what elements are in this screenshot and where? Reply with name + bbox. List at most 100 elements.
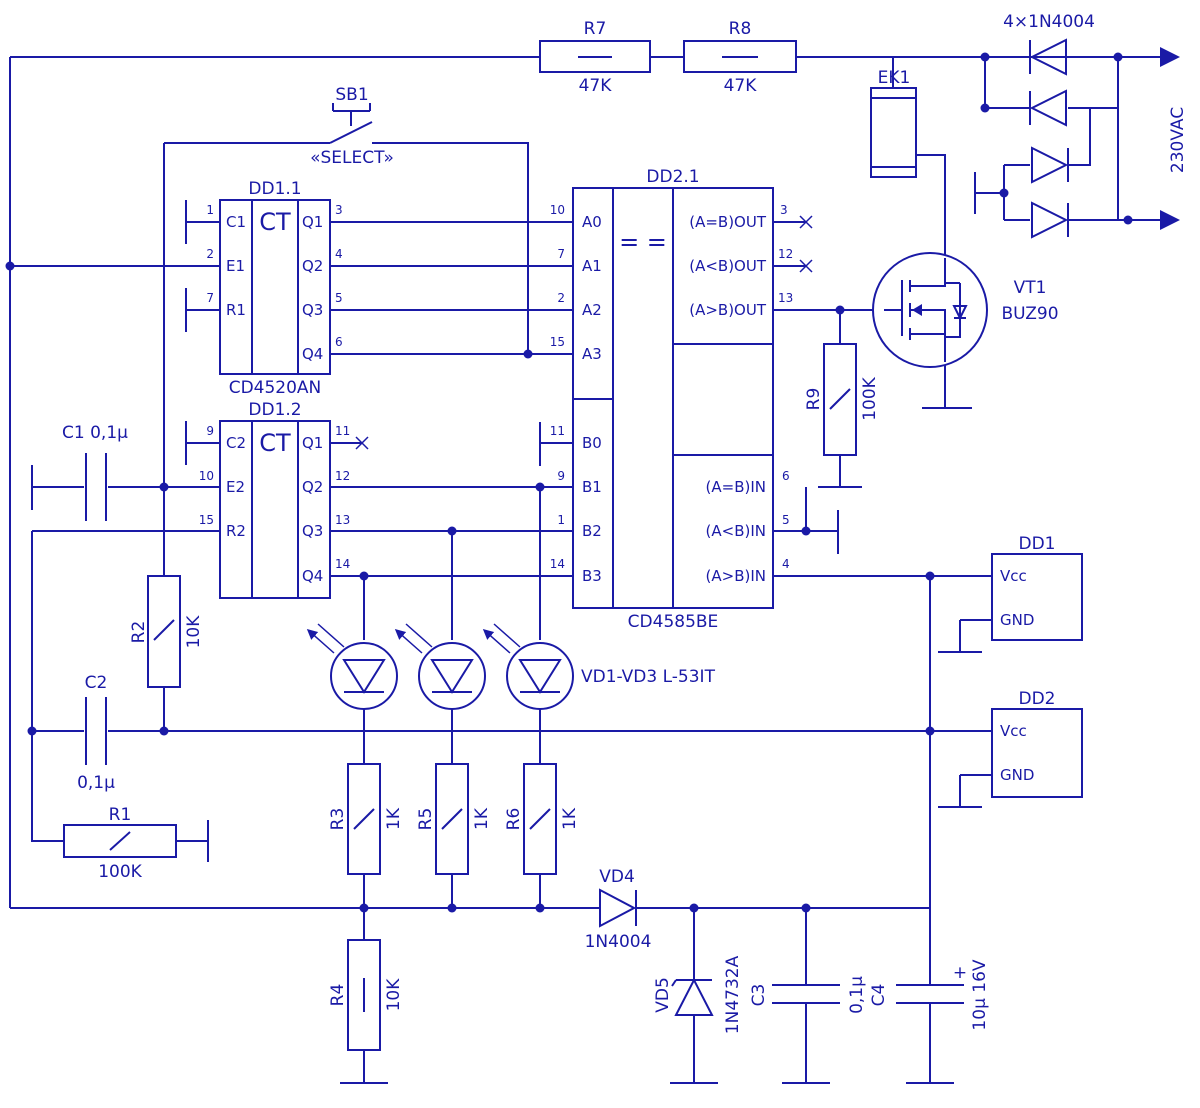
r1-ref: R1: [109, 805, 132, 825]
dd2-1-ref: DD2.1: [646, 167, 699, 187]
no-connect-marks: [355, 215, 813, 450]
dd2-1-func: = =: [619, 228, 667, 256]
pin-name: B2: [582, 522, 602, 540]
pin-name: A1: [582, 257, 602, 275]
gnd-label: GND: [1000, 766, 1034, 784]
pin-number: 12: [335, 469, 350, 483]
dd1-1-func: CT: [259, 208, 291, 236]
pin-name: C2: [226, 434, 246, 452]
dd1-2-ref: DD1.2: [248, 400, 301, 420]
pin-number: 13: [778, 291, 793, 305]
power-block-dd1: DD1 Vcc GND: [991, 534, 1083, 641]
pin-name: A2: [582, 301, 602, 319]
c4-ref: C4: [869, 984, 889, 1007]
mosfet-vt1: VT1 BUZ90: [872, 252, 1059, 368]
pin-number: 12: [778, 247, 793, 261]
leds-label: VD1-VD3 L-53IT: [581, 667, 716, 687]
pin-number: 15: [199, 513, 214, 527]
r4-ref: R4: [328, 984, 348, 1007]
pin-number: 4: [335, 247, 343, 261]
resistor-r9: R9 100K: [804, 343, 880, 456]
pin-number: 11: [550, 424, 565, 438]
pin-name: Q1: [302, 434, 323, 452]
pin-name: (A<B)OUT: [689, 257, 767, 275]
pin-number: 9: [206, 424, 214, 438]
sb1-ref: SB1: [335, 85, 368, 105]
vt1-ref: VT1: [1014, 278, 1047, 298]
pin-name: Q2: [302, 257, 323, 275]
pin-name: Q1: [302, 213, 323, 231]
dd1-2-func: CT: [259, 429, 291, 457]
pin-name: (A>B)IN: [706, 567, 766, 585]
diode-bridge: 4×1N4004: [1003, 12, 1095, 239]
ek1-ref: EK1: [878, 68, 911, 88]
r1-value: 100K: [98, 862, 142, 882]
dd1-2-counter: CT DD1.2 C2 E2 R2 9 10 15 Q1 Q2 Q3 Q4 11…: [199, 400, 350, 599]
pin-name: B0: [582, 434, 602, 452]
capacitor-c2: C2 0,1µ: [77, 673, 115, 793]
resistor-r1: R1 100K: [63, 805, 177, 882]
capacitor-c4: + C4 10µ 16V: [869, 959, 990, 1030]
r4-value: 10K: [384, 978, 404, 1012]
switch-sb1: SB1 «SELECT»: [310, 85, 394, 168]
pin-number: 1: [206, 203, 214, 217]
r8-value: 47K: [724, 76, 758, 96]
resistor-r3: R3 1K: [328, 763, 404, 875]
power-dd1-ref: DD1: [1019, 534, 1056, 554]
heater-ek1: EK1: [870, 68, 917, 178]
pin-number: 3: [780, 203, 788, 217]
c4-polarity: +: [953, 963, 967, 983]
pin-number: 4: [782, 557, 790, 571]
power-block-dd2: DD2 Vcc GND: [991, 689, 1083, 798]
resistor-r6: R6 1K: [504, 763, 580, 875]
r5-value: 1K: [472, 807, 492, 830]
pin-name: (A>B)OUT: [689, 301, 767, 319]
r3-value: 1K: [384, 807, 404, 830]
pin-name: (A=B)IN: [706, 478, 766, 496]
c2-ref: C2: [85, 673, 108, 693]
pin-number: 9: [557, 469, 565, 483]
pin-number: 7: [557, 247, 565, 261]
led-vd1: [308, 624, 398, 710]
led-vd3: [484, 624, 574, 710]
pin-number: 6: [335, 335, 343, 349]
pin-number: 15: [550, 335, 565, 349]
r3-ref: R3: [328, 808, 348, 831]
dd2-1-comparator: = = DD2.1 CD4585BE A0 A1 A2 A3 10 7 2 15…: [550, 167, 794, 632]
dd2-1-part: CD4585BE: [628, 612, 719, 632]
pin-number: 14: [335, 557, 350, 571]
resistor-r4: R4 10K: [328, 939, 404, 1051]
vcc-label: Vcc: [1000, 722, 1027, 740]
pin-number: 10: [550, 203, 565, 217]
r9-value: 100K: [860, 376, 880, 420]
junction-dots: [5, 52, 1133, 913]
pin-name: Q3: [302, 522, 323, 540]
pin-name: (A=B)OUT: [689, 213, 767, 231]
sb1-label: «SELECT»: [310, 148, 394, 168]
r7-value: 47K: [579, 76, 613, 96]
pin-name: A0: [582, 213, 602, 231]
r9-ref: R9: [804, 388, 824, 411]
vd5-part: 1N4732A: [723, 955, 743, 1034]
vt1-part: BUZ90: [1001, 304, 1058, 324]
pin-number: 2: [206, 247, 214, 261]
zener-vd5: VD5 1N4732A: [653, 955, 743, 1034]
pin-number: 11: [335, 424, 350, 438]
dd1-1-ref: DD1.1: [248, 179, 301, 199]
resistor-r8: R8 47K: [683, 19, 797, 96]
dd1-1-counter: CT DD1.1 CD4520AN C1 E1 R1 1 2 7 Q1 Q2 Q…: [206, 179, 342, 398]
r7-ref: R7: [584, 19, 607, 39]
c4-value: 10µ 16V: [970, 959, 990, 1030]
diode-vd4: VD4 1N4004: [585, 867, 652, 952]
r8-ref: R8: [729, 19, 752, 39]
r5-ref: R5: [416, 808, 436, 831]
c3-ref: C3: [749, 984, 769, 1007]
power-dd2-ref: DD2: [1019, 689, 1056, 709]
pin-number: 2: [557, 291, 565, 305]
capacitor-c1: C1 0,1µ: [62, 423, 128, 521]
pin-number: 14: [550, 557, 565, 571]
r6-ref: R6: [504, 808, 524, 831]
supply-label: 230VAC: [1168, 107, 1188, 173]
pin-name: (A<B)IN: [706, 522, 766, 540]
